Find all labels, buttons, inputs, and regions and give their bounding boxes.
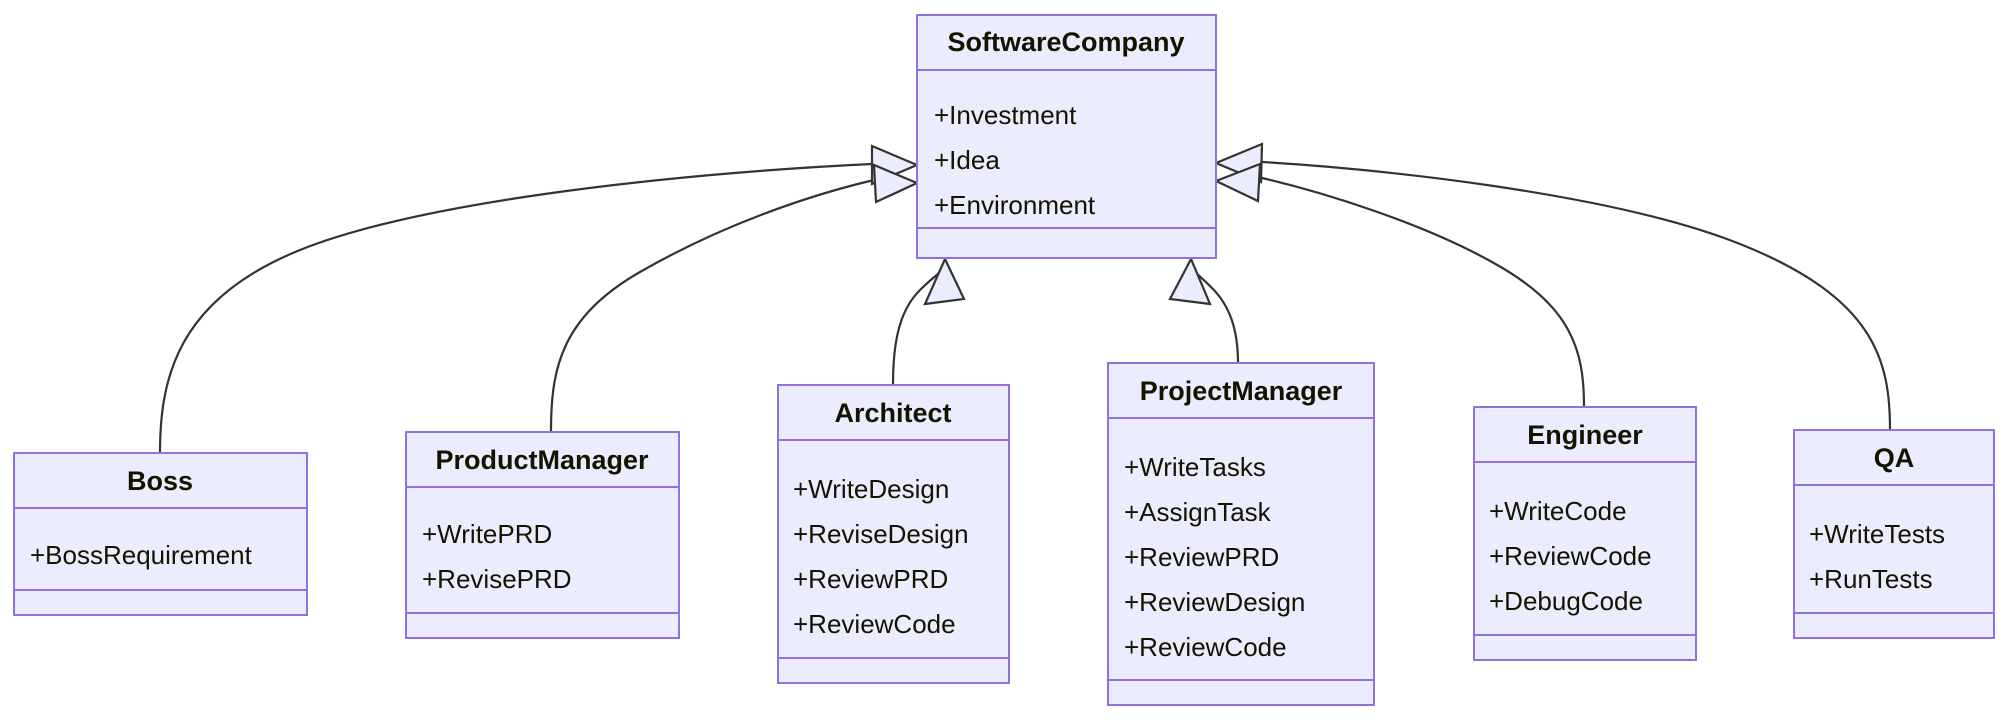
class-node-software-company[interactable]: SoftwareCompany +Investment +Idea +Envir… <box>916 14 1217 259</box>
class-attribute-product-manager-0: +WritePRD <box>422 519 552 549</box>
arrowhead-architect <box>923 256 966 306</box>
class-node-product-manager[interactable]: ProductManager +WritePRD +RevisePRD <box>405 431 680 639</box>
class-attribute-software-company-1: +Idea <box>934 145 1000 175</box>
class-node-project-manager[interactable]: ProjectManager +WriteTasks +AssignTask +… <box>1107 362 1375 706</box>
class-attribute-qa-1: +RunTests <box>1809 564 1933 594</box>
class-attribute-architect-0: +WriteDesign <box>793 474 949 504</box>
arrowhead-productmanager <box>872 163 920 204</box>
relation-engineer-to-softwarecompany <box>1261 176 1586 408</box>
class-attribute-architect-3: +ReviewCode <box>793 609 956 639</box>
class-attribute-project-manager-1: +AssignTask <box>1124 497 1272 527</box>
class-attribute-project-manager-2: +ReviewPRD <box>1124 542 1279 572</box>
class-attribute-project-manager-4: +ReviewCode <box>1124 632 1287 662</box>
class-attribute-architect-1: +ReviseDesign <box>793 519 969 549</box>
class-node-qa[interactable]: QA +WriteTests +RunTests <box>1793 429 1995 639</box>
class-box-qa[interactable] <box>1793 429 1995 639</box>
class-title-project-manager: ProjectManager <box>1140 376 1343 406</box>
class-attribute-project-manager-3: +ReviewDesign <box>1124 587 1305 617</box>
relation-boss-to-softwarecompany <box>158 162 873 454</box>
class-title-software-company: SoftwareCompany <box>947 27 1184 57</box>
class-box-project-manager[interactable] <box>1107 362 1375 706</box>
class-attribute-software-company-0: +Investment <box>934 100 1077 130</box>
class-attribute-architect-2: +ReviewPRD <box>793 564 948 594</box>
arrowhead-qa <box>1213 162 1262 203</box>
inheritance-arrowheads <box>870 142 1264 306</box>
class-box-product-manager[interactable] <box>405 431 680 639</box>
class-box-engineer[interactable] <box>1473 406 1697 661</box>
class-title-product-manager: ProductManager <box>435 445 649 475</box>
relation-qa-to-softwarecompany <box>1261 160 1892 431</box>
class-box-software-company[interactable] <box>916 14 1217 259</box>
class-attribute-engineer-1: +ReviewCode <box>1489 541 1652 571</box>
class-node-boss[interactable]: Boss +BossRequirement <box>13 452 308 616</box>
relation-edges <box>158 160 1892 454</box>
class-attribute-engineer-0: +WriteCode <box>1489 496 1627 526</box>
class-attribute-software-company-2: +Environment <box>934 190 1096 220</box>
arrowhead-projectmanager <box>1168 256 1212 306</box>
class-title-boss: Boss <box>127 466 193 496</box>
class-title-engineer: Engineer <box>1527 420 1643 450</box>
class-attribute-engineer-2: +DebugCode <box>1489 586 1643 616</box>
class-node-engineer[interactable]: Engineer +WriteCode +ReviewCode +DebugCo… <box>1473 406 1697 661</box>
class-attribute-project-manager-0: +WriteTasks <box>1124 452 1266 482</box>
class-attribute-product-manager-1: +RevisePRD <box>422 564 572 594</box>
class-title-qa: QA <box>1874 443 1915 473</box>
class-title-architect: Architect <box>834 398 951 428</box>
class-box-architect[interactable] <box>777 384 1010 684</box>
class-attribute-qa-0: +WriteTests <box>1809 519 1945 549</box>
class-node-architect[interactable]: Architect +WriteDesign +ReviseDesign +Re… <box>777 384 1010 684</box>
class-box-boss[interactable] <box>13 452 308 616</box>
class-attribute-boss-0: +BossRequirement <box>30 540 253 570</box>
relation-productmanager-to-softwarecompany <box>549 178 875 433</box>
